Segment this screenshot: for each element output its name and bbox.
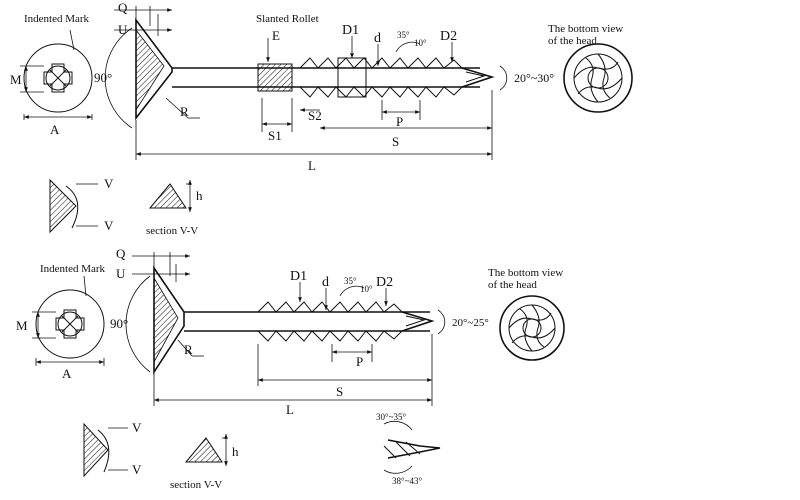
screw2-section-head — [83, 422, 128, 478]
indented-mark-label: Indented Mark — [24, 13, 90, 25]
bottom-view-line1: The bottom view — [548, 23, 623, 35]
thread-angle2-label: 10° — [360, 284, 373, 294]
q-label: Q — [116, 246, 126, 261]
bottom-view-line1: The bottom view — [488, 267, 563, 279]
tip-angle-label: 20°~30° — [514, 71, 554, 85]
screw1-section-vv — [148, 180, 192, 212]
screw1-labels: Indented Mark Slanted Rollet Q U E D1 d … — [10, 0, 623, 237]
a-label: A — [50, 122, 60, 137]
thread-angle-label: 35° — [397, 30, 410, 40]
v-bottom-label: V — [132, 462, 142, 477]
s-label: S — [392, 134, 399, 149]
p-label: P — [396, 114, 403, 129]
screw1-head-front-view — [20, 29, 93, 120]
l-label: L — [286, 402, 294, 417]
p-label: P — [356, 354, 363, 369]
screw2-side-view — [125, 252, 446, 406]
v-bottom-label: V — [104, 218, 114, 233]
tip-angle-label: 20°~25° — [452, 317, 489, 329]
thread-angle-label: 35° — [344, 276, 357, 286]
screw2-bottom-view — [499, 295, 565, 361]
v-top-label: V — [104, 176, 114, 191]
d-label: d — [374, 31, 381, 46]
screw2-section-vv — [184, 434, 228, 466]
screw1-threads — [299, 57, 463, 98]
s-label: S — [336, 384, 343, 399]
detail-angle-top: 30°~35° — [376, 412, 406, 422]
l-label: L — [308, 158, 316, 173]
q-label: Q — [118, 0, 128, 15]
s2-label: S2 — [308, 108, 322, 123]
d2-label: D2 — [440, 29, 457, 44]
screw2-labels: Indented Mark Q U D1 d D2 35° 10° M A 90… — [16, 246, 563, 491]
d1-label: D1 — [342, 23, 359, 38]
r-label: R — [180, 104, 189, 119]
detail-angle-bottom: 38°~43° — [392, 476, 422, 486]
v-top-label: V — [132, 420, 142, 435]
bottom-view-line2: of the head — [488, 279, 537, 291]
slanted-rollet-label: Slanted Rollet — [256, 13, 319, 25]
screw2-head-front-view — [32, 275, 105, 366]
screw1-drawing — [20, 6, 633, 234]
section-label: section V-V — [170, 479, 222, 491]
d1-label: D1 — [290, 269, 307, 284]
bottom-view-line2: of the head — [548, 35, 597, 47]
head-angle-label: 90° — [94, 70, 112, 85]
u-label: U — [118, 22, 128, 37]
m-label: M — [10, 72, 22, 87]
head-angle-label: 90° — [110, 316, 128, 331]
indented-mark-label: Indented Mark — [40, 263, 106, 275]
section-label: section V-V — [146, 225, 198, 237]
screw1-side-view — [104, 6, 508, 160]
screw2-drawing — [32, 252, 565, 478]
u-label: U — [116, 266, 126, 281]
thread-angle2-label: 10° — [414, 38, 427, 48]
d-label: d — [322, 275, 329, 290]
screw1-bottom-view — [563, 43, 633, 113]
d2-label: D2 — [376, 275, 393, 290]
screw2-threads — [257, 301, 403, 342]
r-label: R — [184, 342, 193, 357]
screw2-tip-detail — [383, 420, 441, 474]
h-label: h — [196, 188, 203, 203]
e-label: E — [272, 28, 280, 43]
s1-label: S1 — [268, 128, 282, 143]
m-label: M — [16, 318, 28, 333]
h-label: h — [232, 444, 239, 459]
a-label: A — [62, 366, 72, 381]
screw1-section-head — [49, 178, 98, 234]
